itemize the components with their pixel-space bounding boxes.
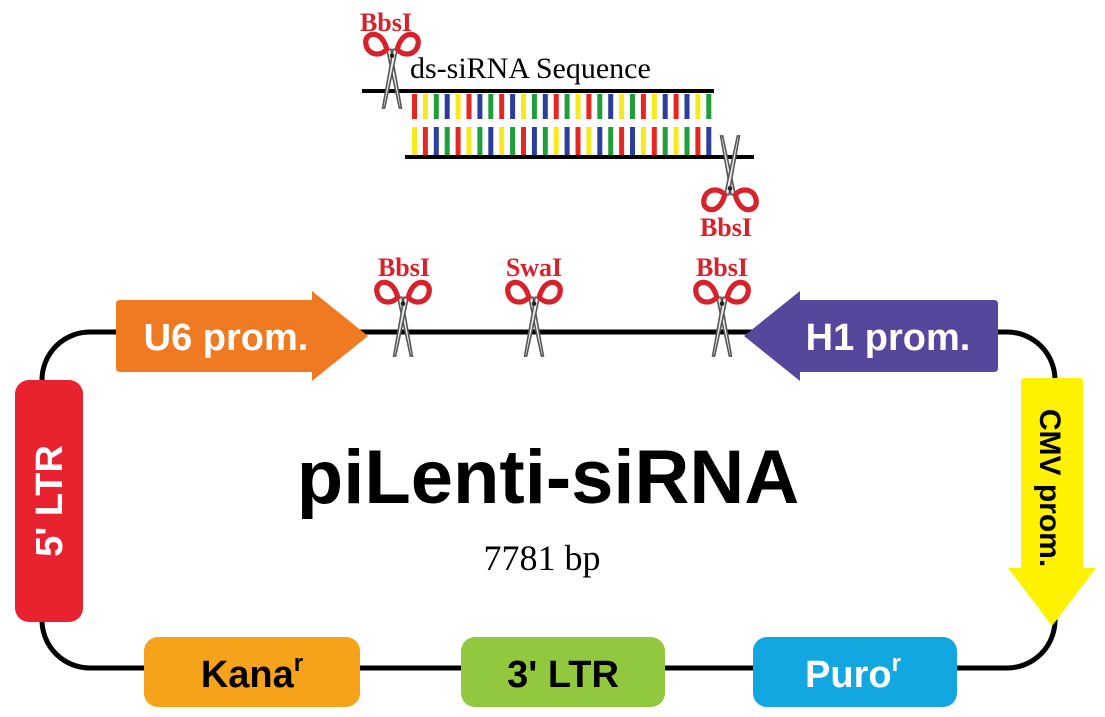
base-tick-top xyxy=(422,94,428,119)
base-tick-top xyxy=(662,94,668,119)
base-tick-bottom xyxy=(422,127,428,155)
plasmid-name: piLenti-siRNA xyxy=(297,435,799,520)
base-tick-top xyxy=(673,94,679,119)
base-tick-top xyxy=(630,94,635,119)
scissors-icon-bbsi-right xyxy=(696,282,749,356)
site-label-bbsi-left: BbsI xyxy=(378,253,430,282)
base-tick-bottom xyxy=(477,127,483,155)
puro-superscript: r xyxy=(892,650,901,677)
base-tick-bottom xyxy=(597,127,603,155)
cmv-promoter-label: CMV prom. xyxy=(1033,409,1066,567)
kana-label: Kana xyxy=(201,654,295,696)
insert-bottom-scissors-icon xyxy=(704,136,757,210)
ltr3-box xyxy=(461,637,665,707)
base-tick-bottom xyxy=(640,127,646,155)
h1-promoter-label: H1 prom. xyxy=(806,317,971,359)
base-tick-top xyxy=(444,94,450,119)
base-tick-top xyxy=(651,94,657,119)
base-tick-bottom xyxy=(521,127,526,155)
base-tick-top xyxy=(455,94,461,119)
plasmid-size: 7781 bp xyxy=(484,538,601,578)
base-tick-bottom xyxy=(553,127,559,155)
base-tick-bottom xyxy=(466,127,472,155)
base-tick-top xyxy=(477,94,483,119)
base-tick-top xyxy=(575,94,581,119)
base-pairs xyxy=(412,94,712,155)
base-tick-top xyxy=(597,94,603,119)
base-tick-bottom xyxy=(510,127,516,155)
insert-duplex xyxy=(362,89,754,159)
base-tick-top xyxy=(466,94,472,119)
base-tick-top xyxy=(433,94,439,119)
base-tick-bottom xyxy=(608,127,614,155)
cmv-promoter-arrow xyxy=(1008,378,1096,626)
u6-promoter-label: U6 prom. xyxy=(144,317,309,359)
ltr3-label: 3' LTR xyxy=(507,654,619,696)
site-label-bbsi-right: BbsI xyxy=(696,253,748,282)
base-tick-bottom xyxy=(531,127,537,155)
base-tick-top xyxy=(499,94,505,119)
base-tick-bottom xyxy=(706,127,712,155)
base-tick-bottom xyxy=(695,127,701,155)
scissors-icon-bbsi-left xyxy=(377,282,430,356)
base-tick-bottom xyxy=(662,127,668,155)
ltr5-label: 5' LTR xyxy=(29,445,71,557)
base-tick-top xyxy=(640,94,646,119)
base-tick-top xyxy=(684,94,690,119)
insert-top-enzyme-label: BbsI xyxy=(360,8,412,37)
base-tick-bottom xyxy=(455,127,461,155)
kana-box xyxy=(144,637,360,707)
ltr5-box xyxy=(15,380,83,622)
base-tick-bottom xyxy=(412,127,417,155)
kana-superscript: r xyxy=(294,650,303,677)
base-tick-bottom xyxy=(651,127,657,155)
base-tick-bottom xyxy=(542,127,548,155)
base-tick-top xyxy=(586,94,592,119)
base-tick-bottom xyxy=(575,127,581,155)
puro-label: Puro xyxy=(805,654,892,696)
scissors-icon-swai xyxy=(508,282,561,356)
base-tick-bottom xyxy=(630,127,635,155)
base-tick-top xyxy=(564,94,570,119)
base-tick-top xyxy=(706,94,712,119)
u6-promoter-arrow xyxy=(116,291,368,381)
base-tick-bottom xyxy=(564,127,570,155)
base-tick-top xyxy=(542,94,548,119)
base-tick-bottom xyxy=(586,127,592,155)
base-tick-top xyxy=(608,94,614,119)
site-label-swai: SwaI xyxy=(506,253,562,282)
insert-label: ds-siRNA Sequence xyxy=(410,52,651,85)
base-tick-top xyxy=(521,94,526,119)
base-tick-top xyxy=(510,94,516,119)
puro-label-group: Puror xyxy=(805,650,901,696)
h1-promoter-arrow xyxy=(744,291,998,381)
base-tick-bottom xyxy=(619,127,625,155)
base-tick-bottom xyxy=(684,127,690,155)
base-tick-top xyxy=(619,94,625,119)
base-tick-top xyxy=(531,94,537,119)
base-tick-bottom xyxy=(488,127,494,155)
base-tick-bottom xyxy=(444,127,450,155)
base-tick-top xyxy=(488,94,494,119)
base-tick-top xyxy=(412,94,417,119)
kana-label-group: Kanar xyxy=(201,650,303,696)
puro-box xyxy=(753,637,957,707)
base-tick-top xyxy=(553,94,559,119)
base-tick-top xyxy=(695,94,701,119)
base-tick-bottom xyxy=(433,127,439,155)
base-tick-bottom xyxy=(673,127,679,155)
insert-bottom-enzyme-label: BbsI xyxy=(700,213,752,242)
base-tick-bottom xyxy=(499,127,505,155)
